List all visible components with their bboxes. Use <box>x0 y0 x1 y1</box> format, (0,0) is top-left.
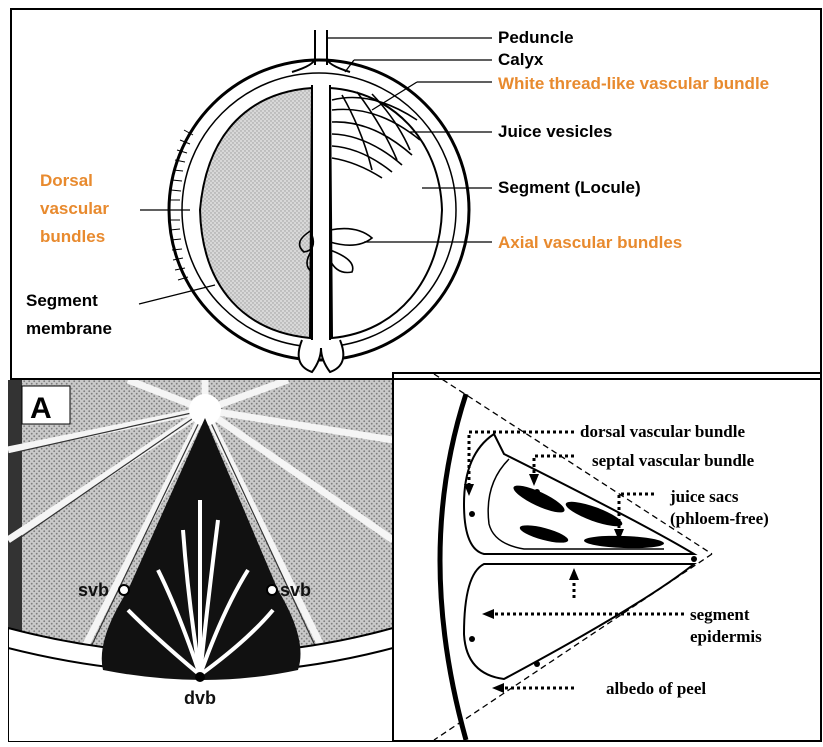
juice-sacs-label-2: (phloem-free) <box>670 509 769 528</box>
fruit-cross-section-panel: Peduncle Calyx White thread-like vascula… <box>10 8 822 380</box>
stylar-end <box>299 340 344 372</box>
segment-schematic-panel: dorsal vascular bundle septal vascular b… <box>392 372 822 742</box>
septal-vb-label: septal vascular bundle <box>592 451 755 470</box>
juice-vesicles-label: Juice vesicles <box>498 122 612 141</box>
albedo-label: albedo of peel <box>606 679 706 698</box>
segment-membrane-line2: membrane <box>26 319 112 338</box>
dorsal-label-line1: Dorsal <box>40 171 93 190</box>
dvb-label: dvb <box>184 688 216 708</box>
lower-segment <box>464 564 694 679</box>
segment-detail-diagram: A svb svb dvb <box>8 380 393 742</box>
juice-sacs-label-1: juice sacs <box>669 487 739 506</box>
segment-epidermis-label-2: epidermis <box>690 627 762 646</box>
peduncle-label: Peduncle <box>498 28 574 47</box>
white-thread-label: White thread-like vascular bundle <box>498 74 769 93</box>
segment-detail-panel-a: A svb svb dvb <box>8 380 393 742</box>
dorsal-vb-label: dorsal vascular bundle <box>580 422 745 441</box>
fruit-cross-section-diagram: Peduncle Calyx White thread-like vascula… <box>12 10 820 378</box>
calyx-label: Calyx <box>498 50 544 69</box>
axial-bundles-label: Axial vascular bundles <box>498 233 682 252</box>
svb-right-dot <box>267 585 277 595</box>
segment-schematic-diagram: dorsal vascular bundle septal vascular b… <box>394 374 820 740</box>
albedo-peel-arc <box>440 394 466 740</box>
panel-letter: A <box>30 392 52 425</box>
svb-left-label: svb <box>78 580 109 600</box>
segment-locule-label: Segment (Locule) <box>498 178 641 197</box>
svb-left-dot <box>119 585 129 595</box>
dvb-dot <box>195 672 205 682</box>
segment-membrane-line1: Segment <box>26 291 98 310</box>
svb-right-label: svb <box>280 580 311 600</box>
segment-epidermis-label-1: segment <box>690 605 750 624</box>
dorsal-label-line3: bundles <box>40 227 105 246</box>
dorsal-label-line2: vascular <box>40 199 109 218</box>
